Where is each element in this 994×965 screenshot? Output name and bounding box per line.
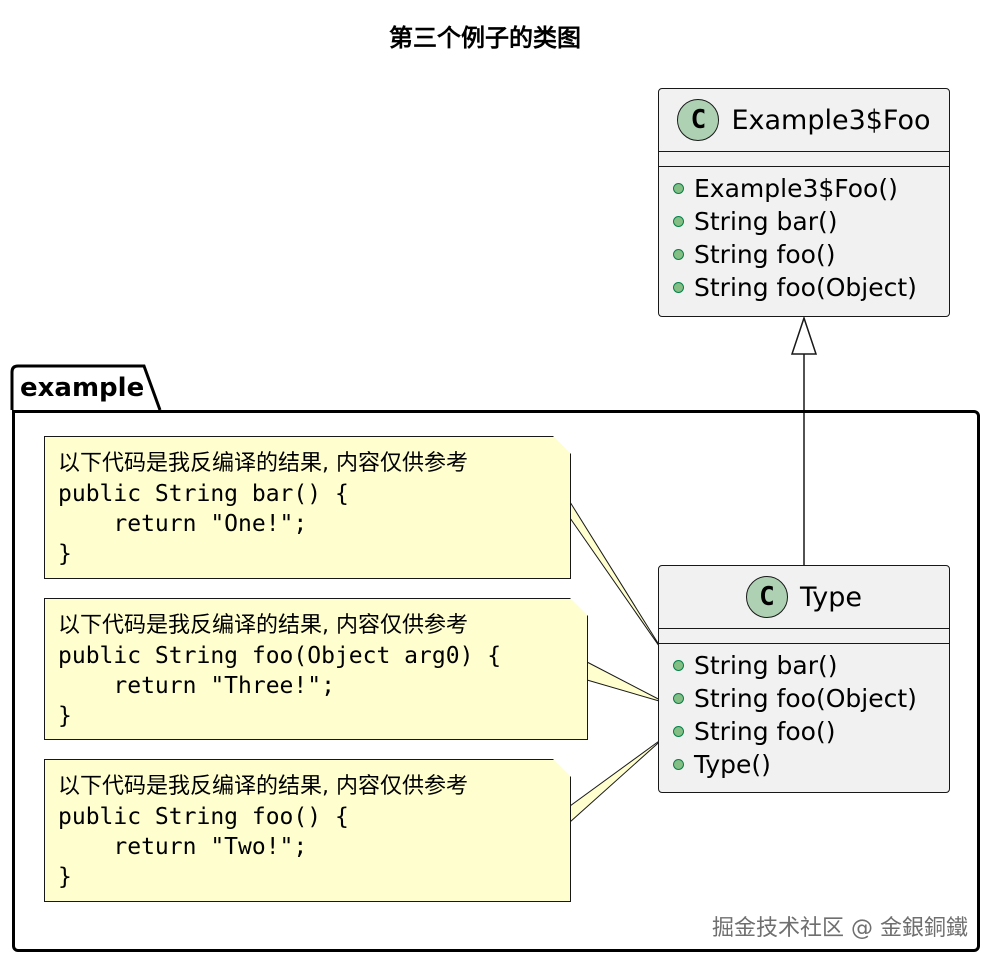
diagram-title: 第三个例子的类图 [389, 24, 581, 52]
package-name: example [20, 373, 145, 403]
class-header: C Example3$Foo [659, 89, 949, 152]
method-label: String foo(Object) [694, 273, 917, 302]
method-label: String bar() [694, 651, 838, 680]
public-method-icon [673, 693, 684, 704]
method-row: String foo(Object) [673, 271, 949, 304]
method-row: String bar() [673, 205, 949, 238]
class-methods: String bar() String foo(Object) String f… [659, 644, 949, 785]
public-method-icon [673, 282, 684, 293]
public-method-icon [673, 759, 684, 770]
note-code-line: return "Two!"; [58, 834, 308, 860]
class-example3-foo[interactable]: C Example3$Foo Example3$Foo() String bar… [658, 88, 950, 317]
note-code-line: } [58, 703, 72, 729]
note-code-line: public String foo() { [58, 804, 349, 830]
method-label: String foo() [694, 717, 836, 746]
method-row: Type() [673, 748, 949, 781]
class-type[interactable]: C Type String bar() String foo(Object) S… [658, 565, 950, 793]
package-frame [12, 410, 980, 952]
public-method-icon [673, 249, 684, 260]
class-c-icon: C [745, 576, 788, 618]
method-label: Type() [694, 750, 771, 779]
note-heading: 以下代码是我反编译的结果, 内容仅供参考 [58, 613, 468, 638]
class-name: Type [799, 581, 862, 613]
note-heading: 以下代码是我反编译的结果, 内容仅供参考 [58, 451, 468, 476]
watermark: 掘金技术社区 @ 金銀銅鐵 [712, 916, 968, 941]
class-methods: Example3$Foo() String bar() String foo()… [659, 167, 949, 308]
package-tab-outline [10, 364, 162, 411]
note-foo: 以下代码是我反编译的结果, 内容仅供参考 public String foo()… [44, 759, 571, 902]
class-attributes [659, 629, 949, 644]
method-row: String foo() [673, 238, 949, 271]
method-row: String foo() [673, 715, 949, 748]
method-row: Example3$Foo() [673, 172, 949, 205]
package-tab: example [12, 366, 144, 410]
class-name: Example3$Foo [731, 104, 931, 136]
method-row: String bar() [673, 649, 949, 682]
class-header: C Type [659, 566, 949, 629]
note-code-line: public String foo(Object arg0) { [58, 643, 502, 669]
note-code-line: return "One!"; [58, 511, 308, 537]
method-row: String foo(Object) [673, 682, 949, 715]
note-heading: 以下代码是我反编译的结果, 内容仅供参考 [58, 774, 468, 799]
method-label: String foo(Object) [694, 684, 917, 713]
public-method-icon [673, 660, 684, 671]
note-code-line: return "Three!"; [58, 673, 335, 699]
public-method-icon [673, 183, 684, 194]
note-bar: 以下代码是我反编译的结果, 内容仅供参考 public String bar()… [44, 436, 571, 579]
class-attributes [659, 152, 949, 167]
inheritance-arrowhead [790, 315, 818, 355]
method-label: String bar() [694, 207, 838, 236]
public-method-icon [673, 216, 684, 227]
note-code-line: } [58, 541, 72, 567]
note-code-line: public String bar() { [58, 481, 349, 507]
note-code-line: } [58, 864, 72, 890]
public-method-icon [673, 726, 684, 737]
note-foo-object: 以下代码是我反编译的结果, 内容仅供参考 public String foo(O… [44, 598, 588, 740]
method-label: String foo() [694, 240, 836, 269]
class-c-icon: C [677, 99, 720, 141]
method-label: Example3$Foo() [694, 174, 898, 203]
